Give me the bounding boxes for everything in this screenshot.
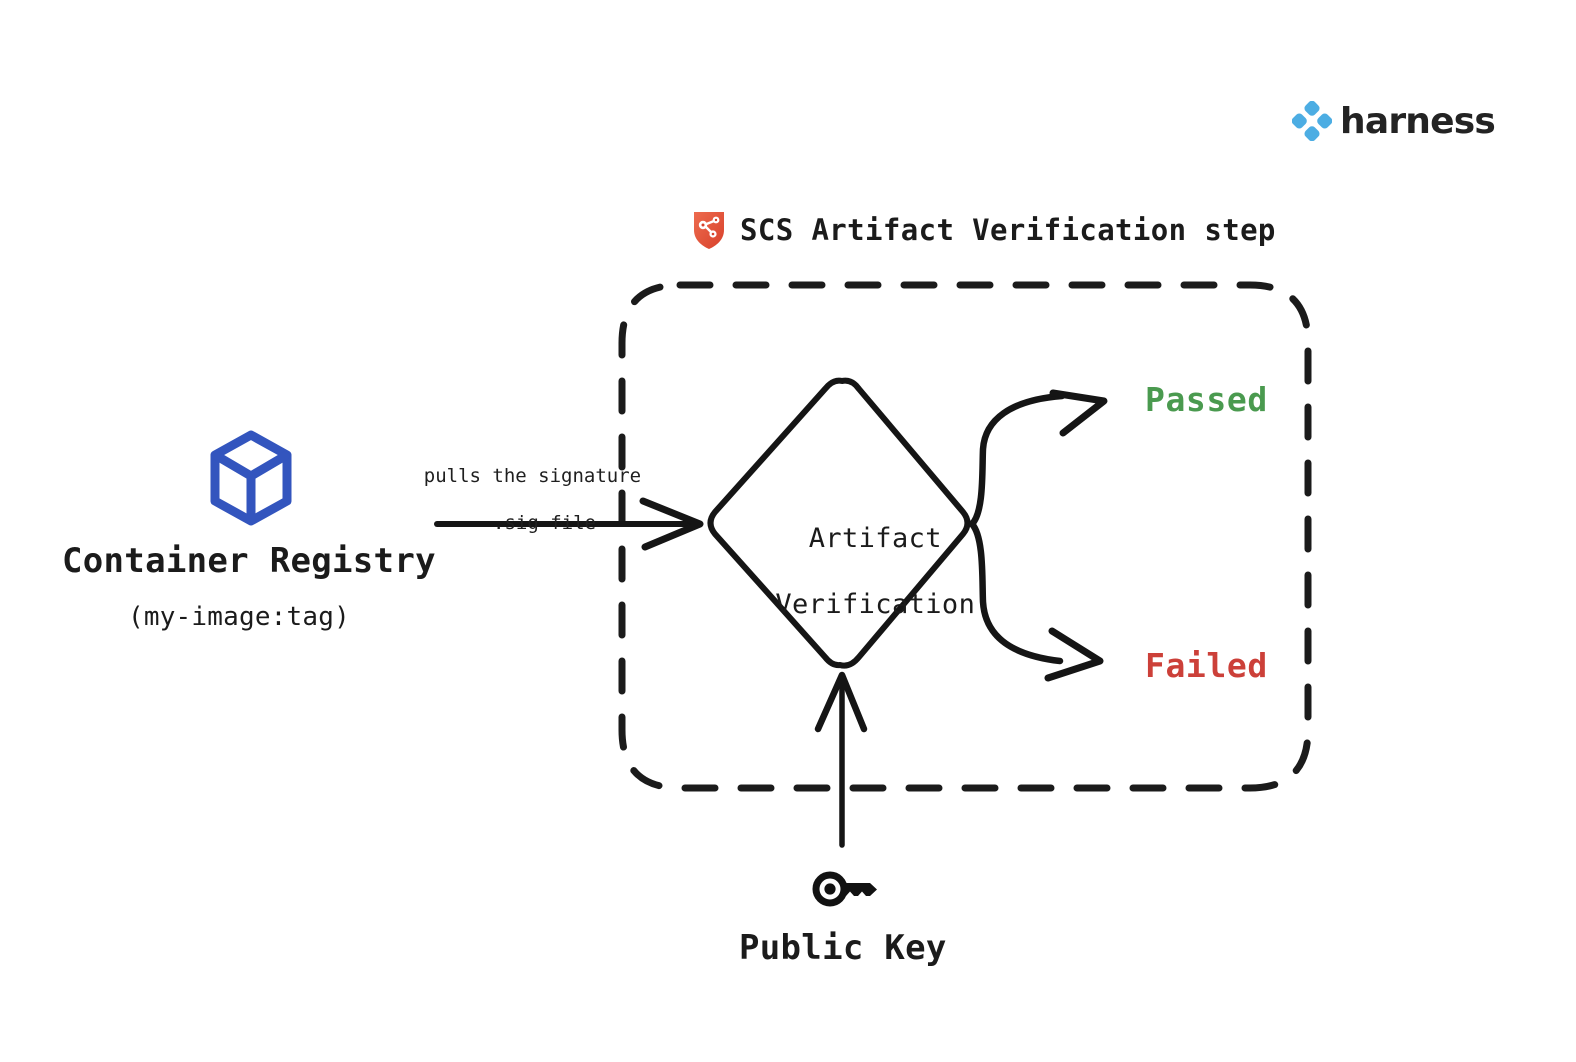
public-key-icon-wrap	[812, 868, 880, 914]
container-registry-label: Container Registry	[62, 541, 436, 581]
pull-signature-note-line2: .sig file	[493, 511, 596, 534]
container-cube-icon	[210, 430, 292, 526]
outcome-failed: Failed	[1145, 646, 1268, 685]
harness-diamond-logo-icon	[1292, 100, 1332, 141]
arrow-passed-head	[1049, 389, 1108, 437]
arrow-verification-to-passed	[968, 392, 1066, 528]
arrow-publickey-head	[814, 671, 868, 733]
artifact-verification-label-line1: Artifact	[808, 522, 942, 554]
arrow-verification-to-failed	[968, 520, 1064, 665]
arrow-failed-head	[1044, 627, 1104, 682]
public-key-label: Public Key	[739, 928, 947, 968]
outcome-passed: Passed	[1145, 380, 1268, 419]
harness-brand: harness	[1292, 100, 1496, 142]
step-title: SCS Artifact Verification step	[740, 213, 1276, 247]
harness-wordmark: harness	[1340, 101, 1496, 142]
container-registry-image-tag: (my-image:tag)	[128, 602, 350, 632]
artifact-verification-diamond	[707, 377, 971, 669]
step-title-group: SCS Artifact Verification step	[692, 210, 1276, 250]
pull-signature-note-line1: pulls the signature	[423, 465, 642, 488]
arrow-registry-to-verification-head	[639, 497, 704, 551]
artifact-verification-label-line2: Verification	[775, 588, 976, 620]
artifact-verification-label: Artifact Verification	[700, 490, 984, 655]
key-icon	[812, 871, 877, 907]
container-registry-icon-wrap	[207, 430, 295, 530]
scs-step-boundary	[618, 281, 1312, 792]
pull-signature-note: pulls the signature .sig file	[378, 442, 641, 558]
shield-supply-chain-icon	[694, 212, 724, 249]
